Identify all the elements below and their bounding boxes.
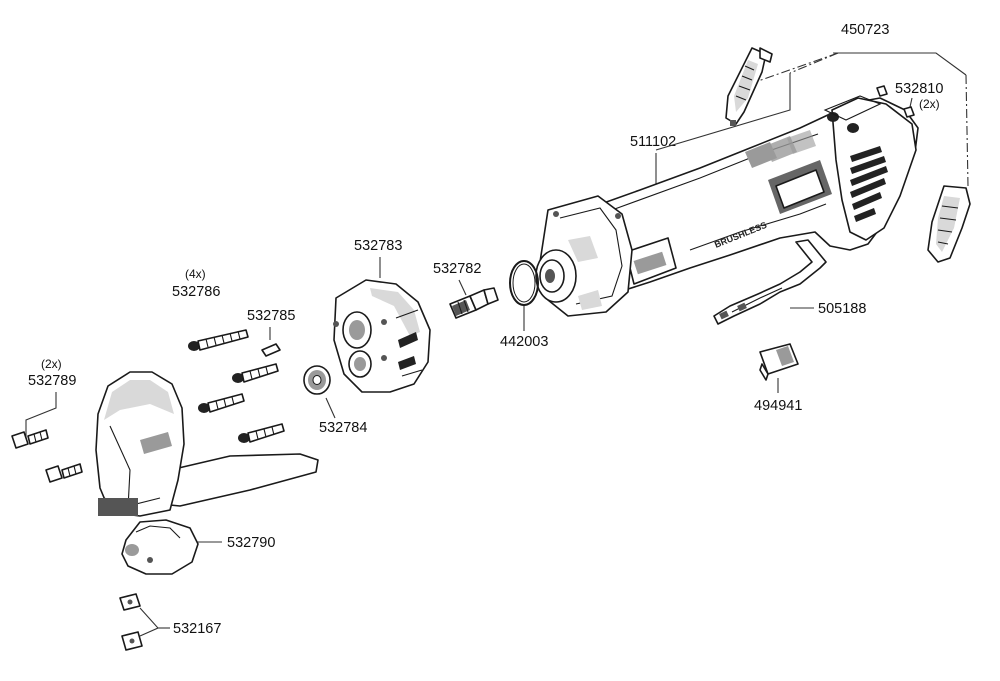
side-grille-450723-right [927,185,971,263]
qty-532810: (2x) [919,97,940,111]
o-ring-442003 [509,260,539,306]
label-532782: 532782 [433,261,481,277]
clip-505188 [713,239,827,325]
button-494941 [759,343,799,381]
label-494941: 494941 [754,398,802,414]
housing-511102: BRUSHLESS [535,95,919,317]
leader-lines [25,52,969,637]
pin-532785 [261,343,281,357]
label-532789: 532789 [28,373,76,389]
qty-532789: (2x) [41,357,62,371]
label-532783: 532783 [354,238,402,254]
rear-vents [850,146,888,222]
label-442003: 442003 [500,334,548,350]
bearing-532784 [303,365,331,395]
label-532790: 532790 [227,535,275,551]
label-450723: 450723 [841,22,889,38]
inserts-532167 [119,593,143,651]
label-532810: 532810 [895,81,943,97]
label-532786: 532786 [172,284,220,300]
label-532784: 532784 [319,420,367,436]
label-532785: 532785 [247,308,295,324]
screws-532789 [11,429,83,483]
label-532167: 532167 [173,621,221,637]
part-labels: 450723 532810 (2x) 511102 532783 532782 … [28,22,943,637]
side-grille-450723-left [725,47,773,126]
qty-532786: (4x) [185,267,206,281]
label-511102: 511102 [630,134,676,150]
spindle-532782 [449,287,499,319]
screws-532786 [188,329,285,443]
pins-532810 [876,85,915,118]
gear-housing-532783 [333,279,431,393]
label-505188: 505188 [818,301,866,317]
shear-head [95,371,319,575]
